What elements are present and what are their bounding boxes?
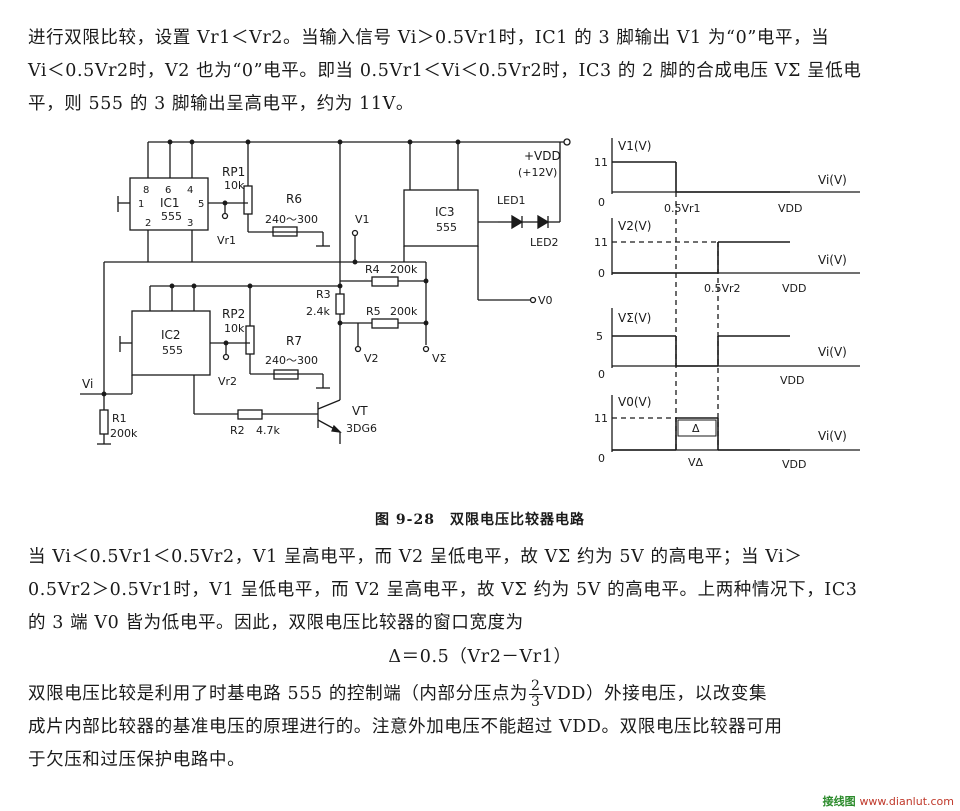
ic2-type: 555 bbox=[162, 344, 183, 357]
figure-caption: 图 9-28 双限电压比较器电路 bbox=[375, 512, 585, 528]
r5-name: R5 bbox=[366, 305, 381, 318]
ic2-box bbox=[131, 310, 211, 376]
v2-label: V2 bbox=[364, 352, 379, 365]
wave4-end: VDD bbox=[782, 458, 806, 471]
r1-value: 200k bbox=[110, 427, 138, 440]
waveform-panels: V1(V) 11 0 Vi(V) 0.5Vr1 VDD V2(V) 11 0 V… bbox=[594, 138, 860, 471]
wave1-origin: 0 bbox=[598, 196, 605, 209]
r3-name: R3 bbox=[316, 288, 331, 301]
ic3-box bbox=[403, 189, 479, 247]
text-line: 0.5Vr2＞0.5Vr1时，V1 呈低电平，而 V2 呈高电平，故 VΣ 约为… bbox=[28, 580, 858, 600]
text-line: Vi＜0.5Vr2时，V2 也为“0”电平。即当 0.5Vr1＜Vi＜0.5Vr… bbox=[28, 61, 862, 81]
ic1-box bbox=[129, 177, 209, 231]
wave4-ylabel: V0(V) bbox=[618, 395, 651, 409]
v1-label: V1 bbox=[355, 213, 370, 226]
ic1-name: IC1 bbox=[160, 196, 180, 210]
vdd-label: +VDD bbox=[524, 149, 561, 163]
ic1-type: 555 bbox=[161, 210, 182, 223]
fraction-denominator: 3 bbox=[531, 694, 541, 710]
r2-name: R2 bbox=[230, 424, 245, 437]
wave2-ylabel: V2(V) bbox=[618, 219, 651, 233]
wave3-end: VDD bbox=[780, 374, 804, 387]
ic1-pin5-label: 5 bbox=[198, 199, 204, 210]
wave2-level: 11 bbox=[594, 236, 608, 249]
ic3-name: IC3 bbox=[435, 205, 455, 219]
vdd-value: (+12V) bbox=[518, 166, 557, 179]
r7-name: R7 bbox=[286, 334, 302, 348]
watermark-sub: www.dianlut.com bbox=[859, 795, 954, 808]
rp2-value: 10k bbox=[224, 322, 245, 335]
wave4-xlabel: Vi(V) bbox=[818, 429, 847, 443]
window-width-formula: Δ＝0.5（Vr2－Vr1） bbox=[388, 647, 572, 667]
wave3-level: 5 bbox=[596, 330, 603, 343]
wave4-origin: 0 bbox=[598, 452, 605, 465]
wave2-end: VDD bbox=[782, 282, 806, 295]
text-fragment: 双限电压比较是利用了时基电路 555 的控制端（内部分压点为 bbox=[28, 684, 529, 704]
paragraph-2: 当 Vi＜0.5Vr1＜0.5Vr2，V1 呈高电平，而 V2 呈低电平，故 V… bbox=[28, 541, 932, 640]
wave1-mark: 0.5Vr1 bbox=[664, 202, 701, 215]
ic1-pin3-label: 3 bbox=[187, 218, 193, 229]
ic1-pin4-label: 4 bbox=[187, 185, 193, 196]
wave1-level: 11 bbox=[594, 156, 608, 169]
wave3-origin: 0 bbox=[598, 368, 605, 381]
text-line: 成片内部比较器的基准电压的原理进行的。注意外加电压不能超过 VDD。双限电压比较… bbox=[28, 717, 783, 737]
wave4-window: Δ bbox=[692, 422, 700, 435]
led1-label: LED1 bbox=[497, 194, 526, 207]
r6-value: 240～300 bbox=[265, 213, 318, 226]
text-line: 平，则 555 的 3 脚输出呈高电平，约为 11V。 bbox=[28, 94, 414, 114]
ic1-pin2-label: 2 bbox=[145, 218, 151, 229]
text-line: 进行双限比较，设置 Vr1＜Vr2。当输入信号 Vi＞0.5Vr1时，IC1 的… bbox=[28, 28, 830, 48]
vi-label: Vi bbox=[82, 377, 93, 391]
ic2-name: IC2 bbox=[161, 328, 181, 342]
r5-value: 200k bbox=[390, 305, 418, 318]
wave2-origin: 0 bbox=[598, 267, 605, 280]
r7-value: 240～300 bbox=[265, 354, 318, 367]
wave4-mark: VΔ bbox=[688, 456, 704, 469]
text-line: 的 3 端 V0 皆为低电平。因此，双限电压比较器的窗口宽度为 bbox=[28, 613, 524, 633]
wave4-level: 11 bbox=[594, 412, 608, 425]
ic1-pin8-label: 8 bbox=[143, 185, 149, 196]
paragraph-1: 进行双限比较，设置 Vr1＜Vr2。当输入信号 Vi＞0.5Vr1时，IC1 的… bbox=[28, 22, 932, 121]
r3-value: 2.4k bbox=[306, 305, 330, 318]
watermark-logo: 接线图 www.dianlut.com bbox=[823, 793, 954, 809]
vt-name: VT bbox=[352, 404, 368, 418]
ic1-pin6-label: 6 bbox=[165, 185, 171, 196]
vr2-label: Vr2 bbox=[218, 375, 237, 388]
r2-value: 4.7k bbox=[256, 424, 280, 437]
vsigma-label: VΣ bbox=[432, 352, 447, 365]
vr1-label: Vr1 bbox=[217, 234, 236, 247]
wave3-xlabel: Vi(V) bbox=[818, 345, 847, 359]
fraction-numerator: 2 bbox=[529, 678, 543, 695]
wave2-xlabel: Vi(V) bbox=[818, 253, 847, 267]
wave2-mark: 0.5Vr2 bbox=[704, 282, 741, 295]
text-fragment: VDD）外接电压，以改变集 bbox=[543, 684, 768, 704]
r6-name: R6 bbox=[286, 192, 302, 206]
rp1-name: RP1 bbox=[222, 165, 245, 179]
r1-name: R1 bbox=[112, 412, 127, 425]
vt-value: 3DG6 bbox=[346, 422, 377, 435]
led2-label: LED2 bbox=[530, 236, 559, 249]
ic1-pin1-label: 1 bbox=[138, 199, 144, 210]
wave1-end: VDD bbox=[778, 202, 802, 215]
rp1-value: 10k bbox=[224, 179, 245, 192]
r4-value: 200k bbox=[390, 263, 418, 276]
ic3-type: 555 bbox=[436, 221, 457, 234]
text-line: 当 Vi＜0.5Vr1＜0.5Vr2，V1 呈高电平，而 V2 呈低电平，故 V… bbox=[28, 547, 803, 567]
v0-label: V0 bbox=[538, 294, 553, 307]
text-line: 于欠压和过压保护电路中。 bbox=[28, 750, 246, 770]
wave3-ylabel: VΣ(V) bbox=[618, 311, 651, 325]
rp2-name: RP2 bbox=[222, 307, 245, 321]
wave1-xlabel: Vi(V) bbox=[818, 173, 847, 187]
wave1-ylabel: V1(V) bbox=[618, 139, 651, 153]
circuit-diagram: 8 6 4 1 5 2 3 IC1 555 RP1 10k R6 240～300… bbox=[80, 138, 571, 445]
watermark-main: 接线图 bbox=[822, 795, 856, 808]
r4-name: R4 bbox=[365, 263, 380, 276]
